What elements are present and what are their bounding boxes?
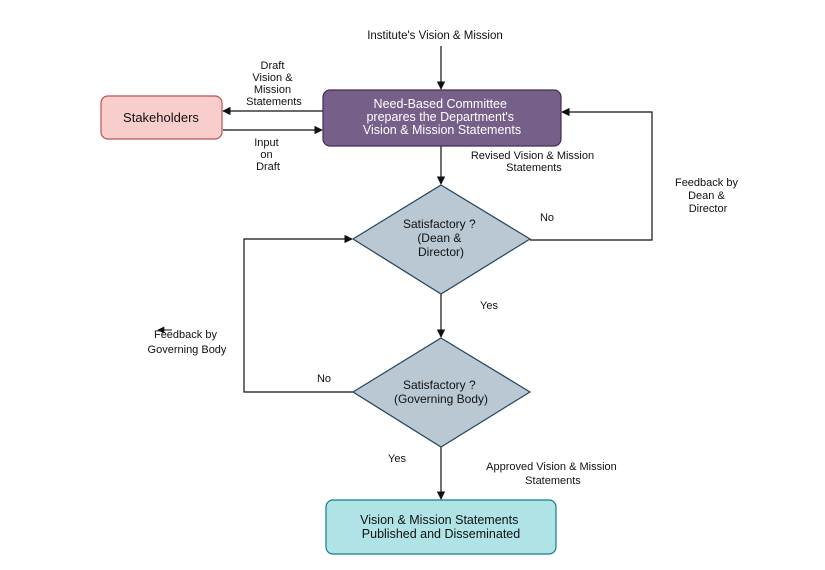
committee-label: Need-Based Committee prepares the Depart… xyxy=(363,97,521,137)
feedback-gb-label: Feedback by Governing Body xyxy=(148,329,227,356)
committee-node xyxy=(322,89,562,147)
gb-yes-label: Yes xyxy=(388,453,406,465)
stakeholders-node xyxy=(100,95,223,140)
published-node xyxy=(325,499,557,555)
dean-decision-label: Satisfactory ? (Dean & Director) xyxy=(403,217,479,259)
top-input-label: Institute's Vision & Mission xyxy=(367,30,503,42)
stakeholders-label: Stakeholders xyxy=(123,110,199,125)
connectors xyxy=(222,46,653,500)
approved-statements-label: Approved Vision & Mission Statements xyxy=(486,461,620,487)
gb-decision-node xyxy=(351,337,532,448)
input-on-draft-label: Input on Draft xyxy=(254,137,282,173)
gb-no-label: No xyxy=(317,373,331,385)
draft-statements-label: Draft Vision & Mission Statements xyxy=(246,60,302,108)
feedback-dean-label: Feedback by Dean & Director xyxy=(675,177,741,215)
dean-no-label: No xyxy=(540,212,554,224)
edge-dean-no-feedback xyxy=(530,107,653,241)
dean-decision-node xyxy=(351,184,532,295)
revised-statements-label: Revised Vision & Mission Statements xyxy=(471,150,597,174)
gb-decision-label: Satisfactory ? (Governing Body) xyxy=(394,378,488,406)
published-label: Vision & Mission Statements Published an… xyxy=(360,513,522,541)
edge-gb-no-feedback xyxy=(243,234,354,393)
dean-yes-label: Yes xyxy=(480,300,498,312)
